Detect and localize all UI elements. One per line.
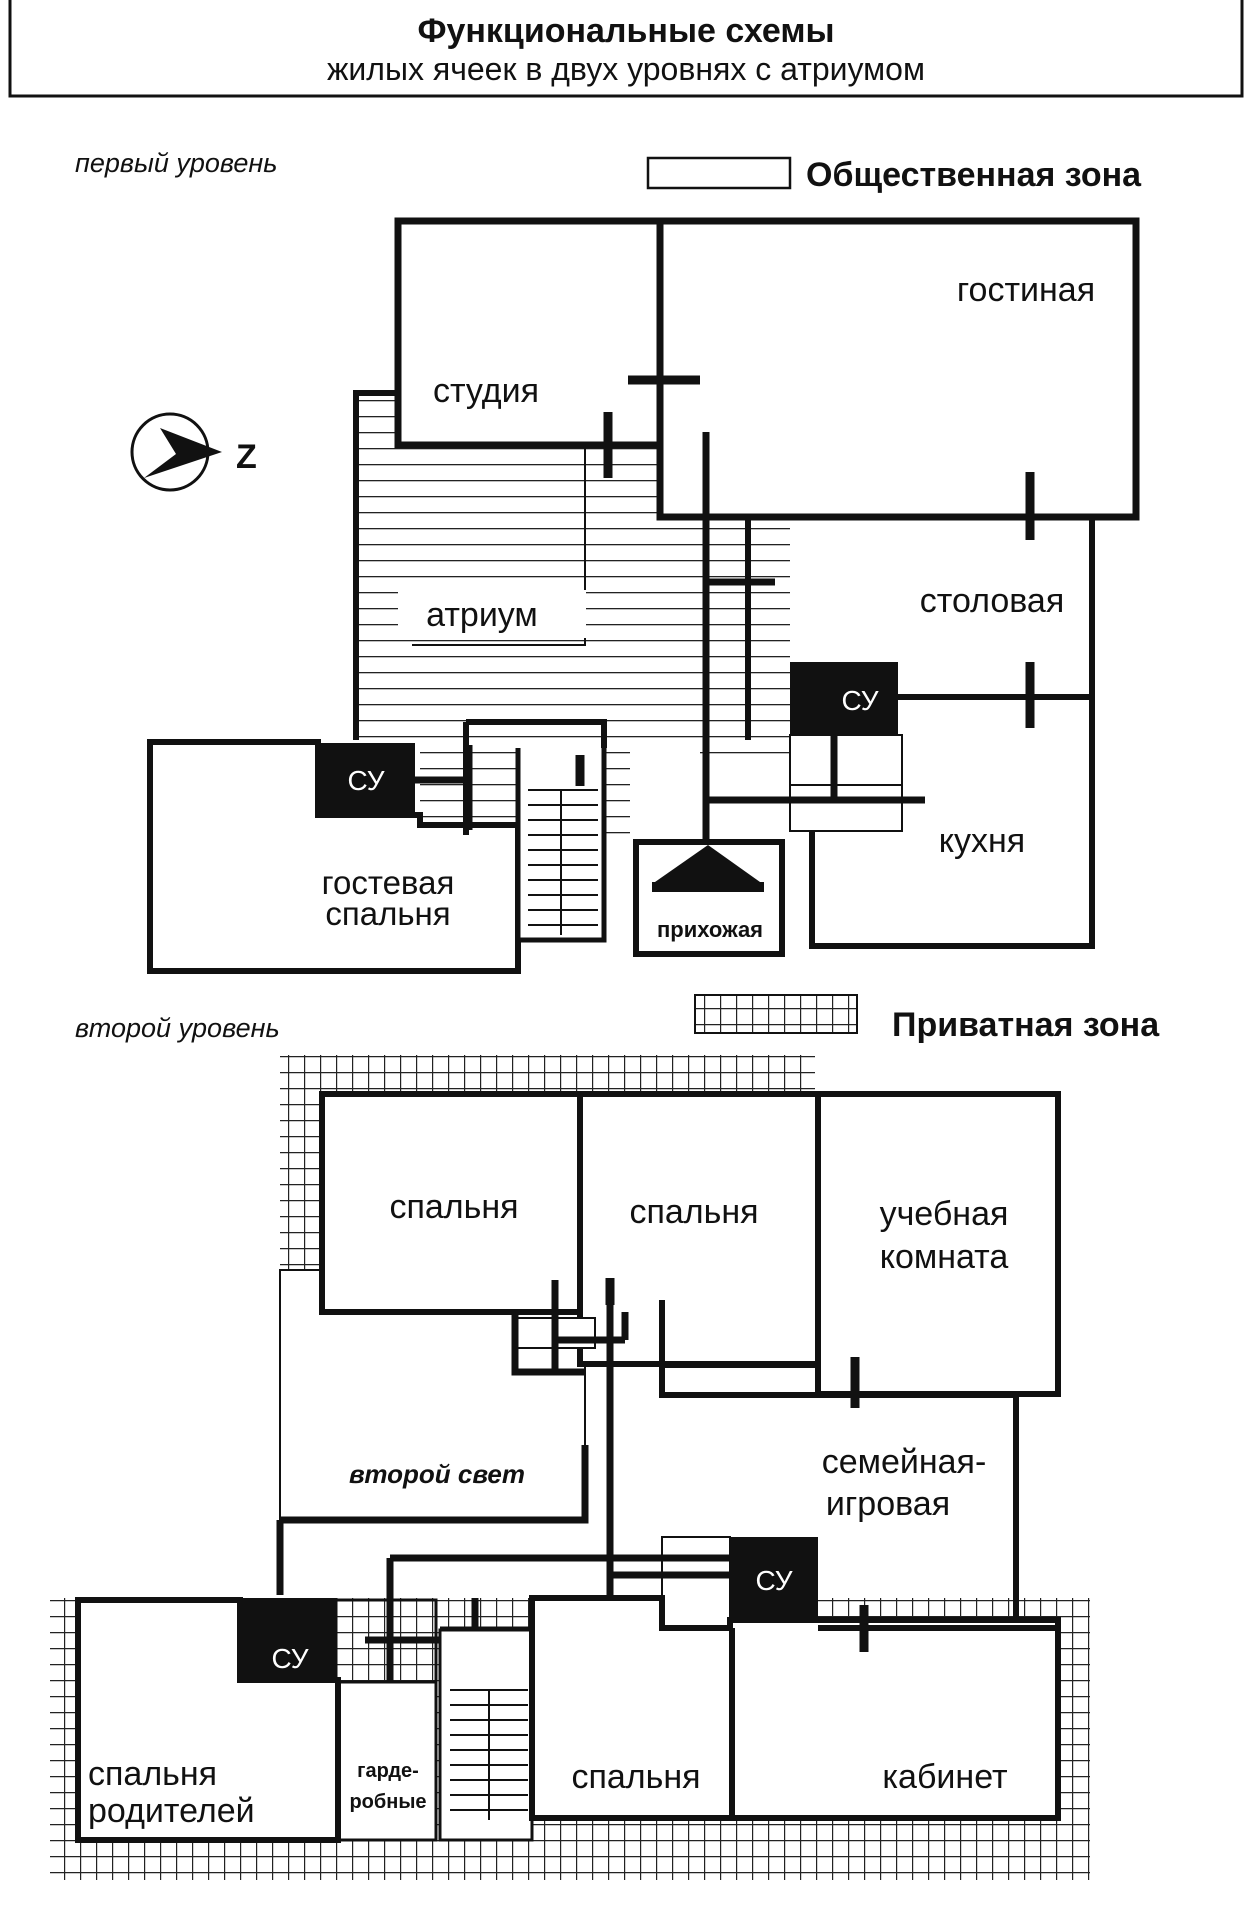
label-uchebnaya-2: комната <box>880 1238 1009 1276</box>
label-semeynaya-1: семейная- <box>822 1443 987 1481</box>
label-su-guest: СУ <box>347 765 384 796</box>
entry-arrow-icon <box>655 845 760 882</box>
label-roditeli-1: спальня <box>88 1755 217 1793</box>
room-bedroom-2 <box>577 1091 821 1367</box>
label-uchebnaya-1: учебная <box>880 1195 1009 1233</box>
legend-public-label: Общественная зона <box>806 156 1142 194</box>
label-garderob-1: гарде- <box>357 1760 419 1782</box>
compass-arrow-icon: Z <box>130 412 257 492</box>
label-gostevaya-1: гостевая <box>322 864 455 901</box>
room-wc-center <box>730 1537 818 1629</box>
compass-north-label: Z <box>236 438 257 476</box>
label-gostinaya: гостиная <box>957 271 1095 309</box>
legend-public-swatch <box>646 156 792 190</box>
label-kabinet: кабинет <box>882 1758 1007 1796</box>
room-bedroom-3-office <box>529 1595 1061 1821</box>
room-studio <box>394 217 664 449</box>
label-spalnya-1: спальня <box>389 1188 518 1226</box>
room-wardrobes <box>336 1680 438 1842</box>
label-studiya: студия <box>433 372 539 410</box>
room-study <box>815 1091 1061 1397</box>
label-stolovaya: столовая <box>920 582 1064 620</box>
room-bedroom-1 <box>319 1091 583 1315</box>
label-atrium: атриум <box>426 596 538 634</box>
level2-plan: спальня спальня учебная комната второй с… <box>50 1055 1090 1880</box>
legend-private-swatch <box>694 994 858 1034</box>
label-gostevaya-2: спальня <box>325 895 450 932</box>
title-line-1: Функциональные схемы <box>417 12 834 50</box>
label-su-parents: СУ <box>271 1643 308 1674</box>
label-spalnya-2: спальня <box>629 1193 758 1231</box>
label-spalnya-3: спальня <box>571 1758 700 1796</box>
label-kuhnya: кухня <box>939 822 1025 860</box>
label-vtoroy-svet: второй свет <box>349 1459 525 1489</box>
level2-label: второй уровень <box>75 1013 280 1043</box>
room-wc-parents <box>240 1598 336 1682</box>
room-living <box>656 217 1140 521</box>
private-grid-top <box>280 1055 815 1270</box>
title-block: Функциональные схемы жилых ячеек в двух … <box>8 0 1244 98</box>
level1-plan: гостиная студия атриум столовая СУ кухня… <box>147 217 1140 974</box>
label-semeynaya-2: игровая <box>826 1485 950 1523</box>
room-wc-guest <box>318 743 412 815</box>
level1-label: первый уровень <box>75 148 277 178</box>
legend-private-label: Приватная зона <box>892 1006 1160 1044</box>
label-garderob-2: робные <box>349 1791 426 1813</box>
label-roditeli-2: родителей <box>88 1792 255 1830</box>
room-wc-dining <box>790 662 898 734</box>
label-su-center: СУ <box>755 1565 792 1596</box>
legend-public: Общественная зона <box>646 156 1142 194</box>
legend-private: Приватная зона <box>694 994 1160 1044</box>
title-line-2: жилых ячеек в двух уровнях с атриумом <box>327 51 925 87</box>
label-prihozhaya: прихожая <box>657 917 763 942</box>
label-su-dining: СУ <box>841 685 878 716</box>
kitchen-counter <box>789 734 903 832</box>
